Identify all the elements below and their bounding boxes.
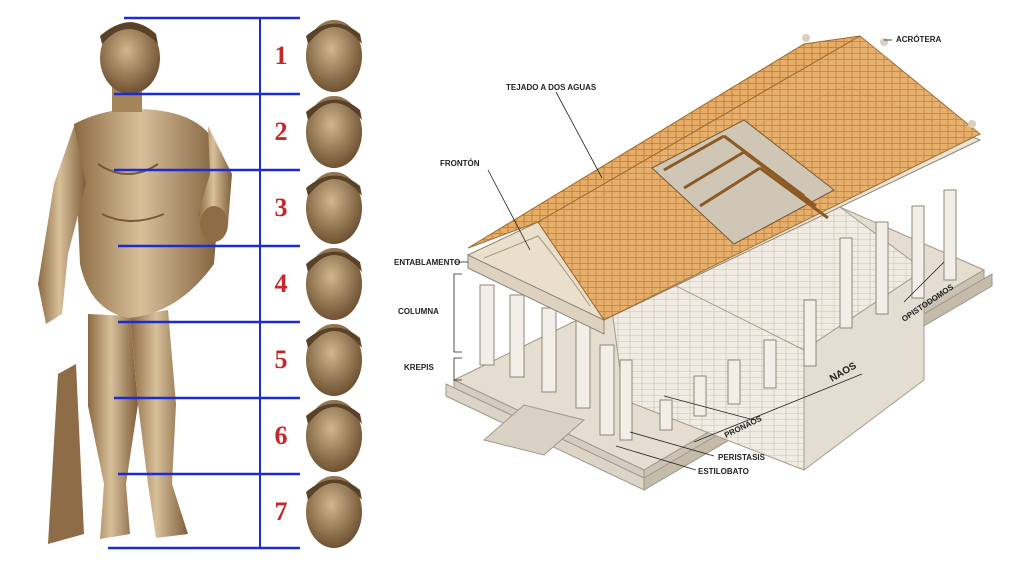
proportion-number-2: 2 (275, 117, 288, 146)
roof (467, 34, 981, 321)
label-tejado: TEJADO A DOS AGUAS (506, 83, 597, 92)
head-unit-1 (306, 20, 362, 92)
measure-lines (108, 16, 300, 550)
leader-lines (453, 39, 945, 471)
proportion-numbers: 1 2 3 4 5 6 7 (275, 41, 288, 526)
label-acrotera: ACRÓTERA (896, 35, 942, 44)
head-unit-2 (306, 96, 362, 168)
head-unit-4 (306, 248, 362, 320)
proportion-canon-svg: 1 2 3 4 5 6 7 (18, 14, 378, 554)
columns-front (479, 284, 615, 436)
acroterion-ridge (880, 38, 888, 46)
statue (38, 22, 232, 544)
head-unit-6 (306, 400, 362, 472)
temple-ramp (482, 404, 586, 456)
proportion-number-6: 6 (275, 421, 288, 450)
columns-side (619, 189, 957, 441)
label-entablamento: ENTABLAMENTO (394, 258, 460, 267)
proportion-number-5: 5 (275, 345, 288, 374)
roof-trusses (663, 134, 829, 220)
proportion-number-7: 7 (275, 497, 288, 526)
head-unit-5 (306, 324, 362, 396)
head-unit-3 (306, 172, 362, 244)
temple-diagram: ACRÓTERA TEJADO A DOS AGUAS FRONTÓN ENTA… (384, 0, 1024, 576)
head-unit-7 (306, 476, 362, 548)
label-columna: COLUMNA (398, 307, 439, 316)
head-units (306, 20, 362, 548)
label-peristasis: PERISTASIS (718, 453, 766, 462)
proportion-number-1: 1 (275, 41, 288, 70)
label-estilobato: ESTILOBATO (698, 467, 749, 476)
label-krepis: KREPIS (404, 363, 434, 372)
acroterion-front (802, 34, 810, 42)
proportion-canon-figure: 1 2 3 4 5 6 7 (18, 14, 378, 554)
proportion-number-4: 4 (275, 269, 288, 298)
label-fronton: FRONTÓN (440, 159, 480, 168)
acroterion-back (968, 120, 976, 128)
proportion-number-3: 3 (275, 193, 288, 222)
temple-svg: ACRÓTERA TEJADO A DOS AGUAS FRONTÓN ENTA… (394, 34, 993, 491)
